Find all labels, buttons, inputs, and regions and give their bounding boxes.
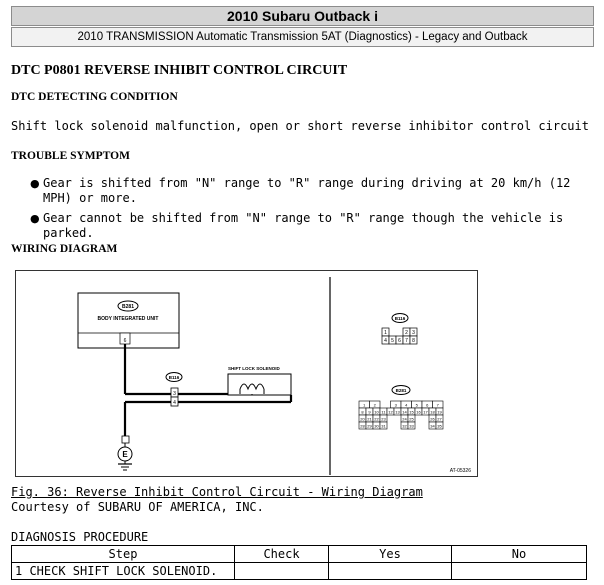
table-row: 1 CHECK SHIFT LOCK SOLENOID. — [11, 562, 587, 580]
table-header-row: Step Check Yes No — [11, 545, 587, 563]
symptom-item: ●Gear cannot be shifted from "N" range t… — [30, 211, 564, 240]
solenoid-label: SHIFT LOCK SOLENOID — [228, 366, 281, 371]
svg-text:4: 4 — [384, 338, 387, 344]
connector-pin-number: 15 — [409, 409, 414, 414]
connector-pin-number: 14 — [402, 409, 407, 414]
svg-text:2: 2 — [405, 330, 408, 336]
connector-pin-number: 27 — [437, 416, 442, 421]
pin-4: 4 — [173, 400, 176, 406]
detecting-condition-text: Shift lock solenoid malfunction, open or… — [11, 119, 589, 133]
check-cell — [234, 562, 329, 580]
connector-pin-number: 3 — [395, 402, 398, 407]
connector-pin-number: 9 — [368, 409, 371, 414]
connector-pin-cell — [407, 421, 416, 430]
connector-pin-number: 21 — [367, 416, 372, 421]
col-no: No — [451, 545, 587, 563]
bullet-icon: ● — [30, 212, 40, 225]
solenoid-connector-id: B116 — [169, 375, 180, 380]
connector-pin-number: 23 — [381, 416, 386, 421]
b116-pin-layout: 1 2 3 4 5 6 7 8 — [381, 327, 418, 345]
step-cell: 1 CHECK SHIFT LOCK SOLENOID. — [11, 562, 235, 580]
document-title: 2010 Subaru Outback i — [11, 6, 594, 26]
svg-text:6: 6 — [398, 338, 401, 344]
connector-pin-number: 1 — [363, 402, 366, 407]
connector-pin-number: 32 — [402, 423, 407, 428]
trouble-symptom-heading: TROUBLE SYMPTOM — [11, 150, 130, 162]
svg-text:3: 3 — [412, 330, 415, 336]
detecting-condition-heading: DTC DETECTING CONDITION — [11, 91, 178, 103]
connector-pin-number: 22 — [374, 416, 379, 421]
connector-pin-number: 31 — [381, 423, 386, 428]
connector-pin-number: 24 — [402, 416, 407, 421]
no-cell — [451, 562, 587, 580]
connector-pin-number: 10 — [374, 409, 379, 414]
wiring-diagram-heading: WIRING DIAGRAM — [11, 243, 118, 255]
connector-pin-number: 7 — [437, 402, 440, 407]
connector-pin-number: 20 — [360, 416, 365, 421]
connector-pin-number: 8 — [361, 409, 364, 414]
body-unit-label: BODY INTEGRATED UNIT — [98, 316, 159, 322]
figure-reference: AT-05326 — [450, 468, 472, 474]
bullet-icon: ● — [30, 177, 40, 190]
diagnosis-procedure-title: DIAGNOSIS PROCEDURE — [11, 530, 149, 544]
connector-pin-number: 5 — [416, 402, 419, 407]
connector-pin-number: 26 — [430, 416, 435, 421]
connector-pin-number: 19 — [437, 409, 442, 414]
figure-courtesy: Courtesy of SUBARU OF AMERICA, INC. — [11, 500, 264, 514]
connector-pin-number: 6 — [426, 402, 429, 407]
svg-text:1: 1 — [384, 330, 387, 336]
diagnosis-procedure-table: Step Check Yes No 1 CHECK SHIFT LOCK SOL… — [11, 545, 587, 580]
svg-text:5: 5 — [391, 338, 394, 344]
connector-pin-number: 29 — [367, 423, 372, 428]
connector-pin-number: 28 — [360, 423, 365, 428]
body-pin-number: 6 — [124, 338, 127, 344]
connector-pin-number: 12 — [388, 409, 393, 414]
connector-pin-cell — [435, 421, 444, 430]
right-connector-b281: B281 — [396, 388, 407, 393]
svg-text:7: 7 — [405, 338, 408, 344]
connector-pin-number: 35 — [437, 423, 442, 428]
document-subtitle: 2010 TRANSMISSION Automatic Transmission… — [11, 27, 594, 47]
col-yes: Yes — [328, 545, 452, 563]
figure-caption: Fig. 36: Reverse Inhibit Control Circuit… — [11, 485, 423, 515]
connector-pin-number: 4 — [405, 402, 408, 407]
figure-title: Fig. 36: Reverse Inhibit Control Circuit… — [11, 485, 423, 499]
connector-pin-number: 16 — [416, 409, 421, 414]
connector-pin-cell — [379, 421, 388, 430]
svg-text:8: 8 — [412, 338, 415, 344]
right-connector-b116: B116 — [395, 316, 406, 321]
connector-pin-number: 33 — [409, 423, 414, 428]
connector-pin-number: 30 — [374, 423, 379, 428]
wiring-diagram: B281 BODY INTEGRATED UNIT 6 B116 3 4 SHI… — [15, 270, 478, 477]
connector-pin-number: 2 — [374, 402, 377, 407]
connector-pin-number: 18 — [430, 409, 435, 414]
connector-pin-number: 11 — [381, 409, 386, 414]
symptom-list: ●Gear is shifted from "N" range to "R" r… — [30, 176, 590, 246]
connector-pin-number: 17 — [423, 409, 428, 414]
ground-label: E — [122, 450, 128, 459]
dtc-title: DTC P0801 REVERSE INHIBIT CONTROL CIRCUI… — [11, 63, 348, 78]
col-step: Step — [11, 545, 235, 563]
body-connector-id: B281 — [122, 304, 134, 310]
connector-pin-number: 13 — [395, 409, 400, 414]
yes-cell — [328, 562, 452, 580]
pin-3: 3 — [173, 391, 176, 397]
symptom-item: ●Gear is shifted from "N" range to "R" r… — [30, 176, 571, 205]
col-check: Check — [234, 545, 329, 563]
connector-pin-number: 34 — [430, 423, 435, 428]
connector-pin-number: 25 — [409, 416, 414, 421]
